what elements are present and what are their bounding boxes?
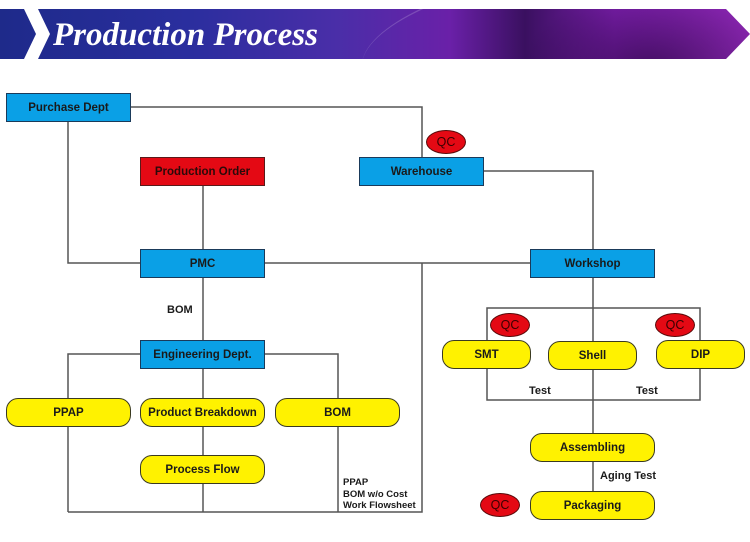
ppap-box: PPAP [6,398,131,427]
product-breakdown-box: Product Breakdown [140,398,265,427]
smt-box: SMT [442,340,531,369]
qc-badge-dip: QC [655,313,695,337]
line-bottom-rail [68,263,423,513]
packaging-box: Packaging [530,491,655,520]
bom-output-notes: PPAP BOM w/o Cost Work Flowsheet [343,477,416,512]
line-sub-process-bottom [486,368,701,401]
workshop-box: Workshop [530,249,655,278]
note-bom-wo-cost: BOM w/o Cost [343,488,408,500]
bom-edge-label: BOM [167,304,193,316]
line-warehouse-to-workshop [484,170,594,249]
production-order-box: Production Order [140,157,265,186]
test-label-left: Test [529,385,551,397]
shell-box: Shell [548,341,637,370]
line-sub-process-frame [486,307,701,340]
line-purchase-to-pmc [67,121,140,264]
dip-box: DIP [656,340,745,369]
line-purchase-to-warehouse [130,106,423,157]
pmc-box: PMC [140,249,265,278]
engineering-dept-box: Engineering Dept. [140,340,265,369]
chevron-right-icon [24,9,50,59]
qc-badge-packaging: QC [480,493,520,517]
bom-box: BOM [275,398,400,427]
assembling-box: Assembling [530,433,655,462]
banner-shadow-decoration [520,9,750,59]
line-engineering-to-ppap [67,353,140,398]
line-engineering-to-bom [265,353,339,398]
note-work-flowsheet: Work Flowsheet [343,500,416,511]
page-title: Production Process [53,17,318,53]
warehouse-box: Warehouse [359,157,484,186]
qc-badge-warehouse: QC [426,130,466,154]
note-ppap: PPAP [343,477,369,488]
process-flow-box: Process Flow [140,455,265,484]
purchase-dept-box: Purchase Dept [6,93,131,122]
test-label-right: Test [636,385,658,397]
aging-test-label: Aging Test [600,470,657,482]
header-banner [0,9,750,59]
qc-badge-smt: QC [490,313,530,337]
